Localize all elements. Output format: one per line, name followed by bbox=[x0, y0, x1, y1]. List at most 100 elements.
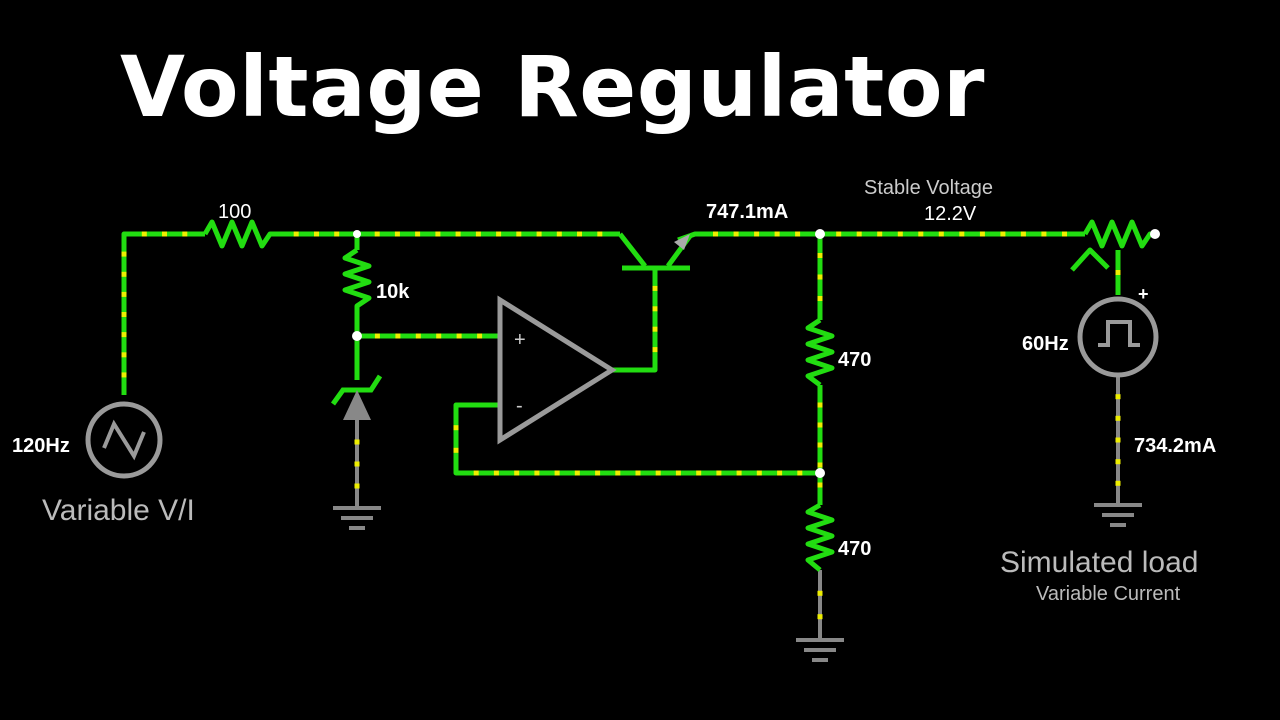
current-dot bbox=[595, 470, 601, 476]
resistor-470-top bbox=[805, 317, 835, 387]
current-dot bbox=[536, 231, 542, 237]
label-source-freq: 120Hz bbox=[12, 435, 70, 457]
op-amp bbox=[497, 295, 617, 445]
label-r-divider-bottom: 470 bbox=[838, 538, 871, 560]
current-dot bbox=[453, 447, 459, 453]
ac-source bbox=[85, 401, 163, 479]
current-dot bbox=[817, 296, 823, 301]
current-dot bbox=[162, 231, 167, 237]
current-dots bbox=[121, 231, 1121, 620]
label-load-plus: + bbox=[1138, 284, 1149, 304]
current-dot bbox=[635, 470, 641, 476]
current-dot bbox=[817, 482, 823, 488]
square-wave-source bbox=[1077, 296, 1159, 378]
current-dot bbox=[675, 470, 681, 476]
current-dot bbox=[1115, 415, 1121, 421]
current-dot bbox=[493, 470, 499, 476]
resistor-load-variable bbox=[1070, 219, 1155, 272]
load-terminal-dot bbox=[1150, 229, 1160, 239]
current-dot bbox=[354, 461, 360, 467]
current-dot bbox=[121, 251, 127, 257]
label-r-divider-top: 470 bbox=[838, 349, 871, 371]
current-dot bbox=[475, 231, 481, 237]
current-dot bbox=[121, 332, 127, 338]
current-dot bbox=[959, 231, 965, 237]
current-dot bbox=[1041, 231, 1047, 237]
current-dot bbox=[817, 614, 823, 620]
current-dot bbox=[374, 231, 380, 237]
current-dot bbox=[435, 231, 441, 237]
current-dot bbox=[795, 231, 801, 237]
label-r-bias: 10k bbox=[376, 281, 410, 303]
label-source-caption: Variable V/I bbox=[42, 494, 195, 527]
current-dot bbox=[836, 231, 842, 237]
current-dot bbox=[652, 347, 658, 353]
current-dot bbox=[477, 333, 483, 339]
current-dot bbox=[496, 231, 502, 237]
current-dot bbox=[736, 470, 742, 476]
wires-idle bbox=[355, 375, 1120, 640]
current-dot bbox=[394, 231, 400, 237]
current-dot bbox=[314, 231, 319, 237]
wires-active bbox=[121, 231, 1121, 505]
current-dot bbox=[817, 402, 823, 408]
current-dot bbox=[652, 326, 658, 332]
current-dot bbox=[817, 442, 823, 448]
resistor-470-bottom bbox=[805, 502, 835, 572]
label-load-subcaption: Variable Current bbox=[1036, 583, 1181, 605]
current-dot bbox=[774, 231, 780, 237]
label-opamp-plus: + bbox=[514, 329, 526, 351]
junction-dots bbox=[352, 229, 825, 478]
current-dot bbox=[597, 231, 603, 237]
current-dot bbox=[473, 470, 479, 476]
current-dot bbox=[354, 439, 360, 445]
current-dot bbox=[453, 425, 459, 431]
current-dot bbox=[516, 231, 522, 237]
current-dot bbox=[121, 271, 127, 277]
label-load-caption: Simulated load bbox=[1000, 546, 1198, 579]
current-dot bbox=[713, 231, 718, 237]
ground-divider bbox=[796, 638, 844, 662]
zener-diode bbox=[330, 374, 383, 420]
current-dot bbox=[556, 231, 562, 237]
current-dot bbox=[415, 231, 421, 237]
current-dot bbox=[817, 274, 823, 280]
current-dot bbox=[1062, 231, 1067, 237]
current-dot bbox=[1115, 394, 1121, 400]
label-r-series: 100 bbox=[218, 201, 251, 223]
current-dot bbox=[455, 231, 461, 237]
current-dot bbox=[652, 306, 658, 312]
current-dot bbox=[436, 333, 442, 339]
current-dot bbox=[574, 470, 580, 476]
label-load-current: 734.2mA bbox=[1134, 435, 1216, 457]
wire-feedback bbox=[453, 402, 820, 476]
current-dot bbox=[817, 422, 823, 428]
current-dot bbox=[456, 333, 462, 339]
current-dot bbox=[652, 285, 658, 291]
current-dot bbox=[354, 483, 360, 489]
current-dot bbox=[856, 231, 862, 237]
current-dot bbox=[979, 231, 985, 237]
current-dot bbox=[938, 231, 944, 237]
current-dot bbox=[121, 352, 127, 358]
current-dot bbox=[1000, 231, 1006, 237]
current-dot bbox=[1115, 459, 1121, 465]
current-dot bbox=[293, 231, 299, 237]
resistor-100 bbox=[202, 219, 276, 249]
label-transistor-current: 747.1mA bbox=[706, 201, 788, 223]
ground-load bbox=[1094, 503, 1142, 527]
ground-zener bbox=[333, 506, 381, 530]
current-dot bbox=[756, 470, 762, 476]
wire-source-up bbox=[121, 231, 205, 395]
current-dot bbox=[395, 333, 401, 339]
current-dot bbox=[754, 231, 760, 237]
current-dot bbox=[514, 470, 520, 476]
current-dot bbox=[577, 231, 582, 237]
current-dot bbox=[121, 372, 127, 378]
current-dot bbox=[817, 253, 823, 258]
current-dot bbox=[121, 291, 127, 297]
current-dot bbox=[777, 470, 783, 476]
current-dot bbox=[182, 231, 188, 237]
current-dot bbox=[733, 231, 739, 237]
